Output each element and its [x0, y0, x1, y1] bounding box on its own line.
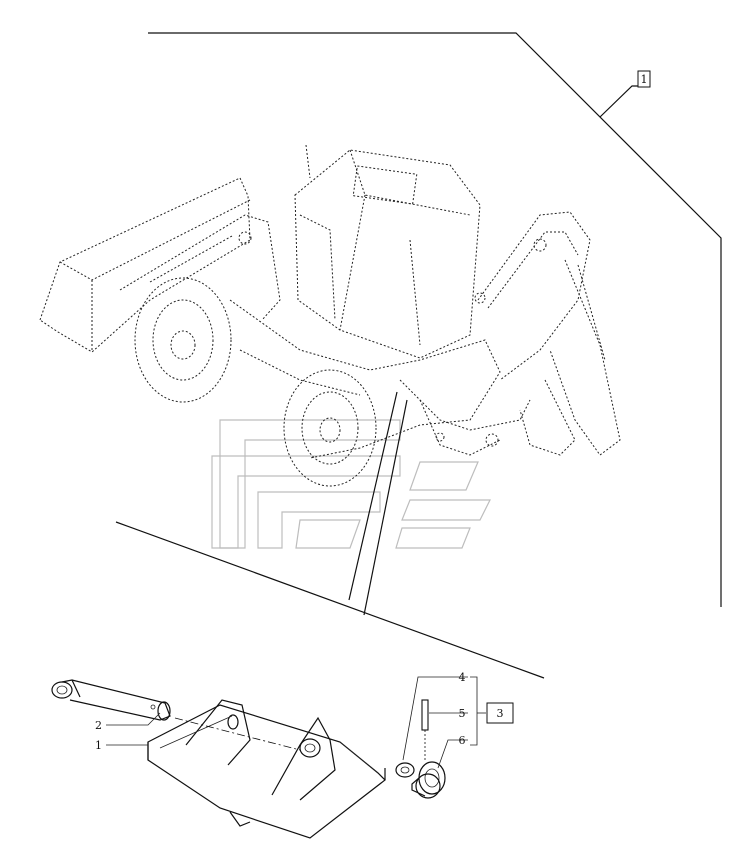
backhoe-loader-illustration	[39, 144, 621, 487]
reference-box-1-label: 1	[641, 73, 648, 86]
callout-5: 5	[459, 707, 466, 720]
reference-box-3-label: 3	[497, 707, 504, 720]
callout-leaders	[106, 676, 486, 769]
watermark-logo	[211, 419, 491, 549]
callout-6: 6	[459, 734, 466, 747]
pin-part[interactable]	[51, 679, 171, 721]
callout-4: 4	[459, 671, 466, 684]
reference-box-1[interactable]: 1	[637, 70, 651, 88]
bushing-part[interactable]	[411, 761, 446, 799]
callout-2: 2	[95, 719, 102, 732]
roll-pin-part[interactable]	[421, 699, 429, 760]
frame-leader-lines	[115, 32, 722, 679]
bracket-part[interactable]	[147, 699, 386, 839]
washer-part[interactable]	[395, 762, 415, 778]
callout-1: 1	[95, 739, 102, 752]
reference-box-3[interactable]: 3	[486, 702, 514, 724]
